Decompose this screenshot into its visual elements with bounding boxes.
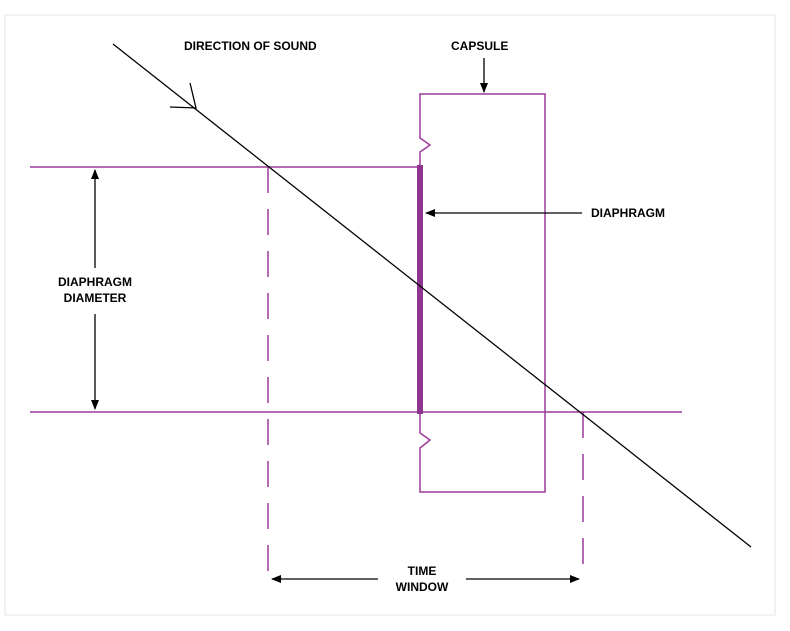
time-window-label-line1: TIME [408, 564, 437, 578]
direction-of-sound-label: DIRECTION OF SOUND [184, 39, 317, 53]
diaphragm-diameter-label-line1: DIAPHRAGM [58, 275, 132, 289]
diaphragm-label: DIAPHRAGM [591, 206, 665, 220]
sound-direction-arrow-icon [169, 82, 197, 109]
capsule-outline [419, 93, 546, 493]
time-window-label-line2: WINDOW [396, 580, 449, 594]
diaphragm-diameter-label-line2: DIAMETER [64, 291, 127, 305]
capsule-label: CAPSULE [451, 39, 508, 53]
sound-direction-line [112, 43, 752, 548]
diagram-frame [4, 14, 776, 616]
